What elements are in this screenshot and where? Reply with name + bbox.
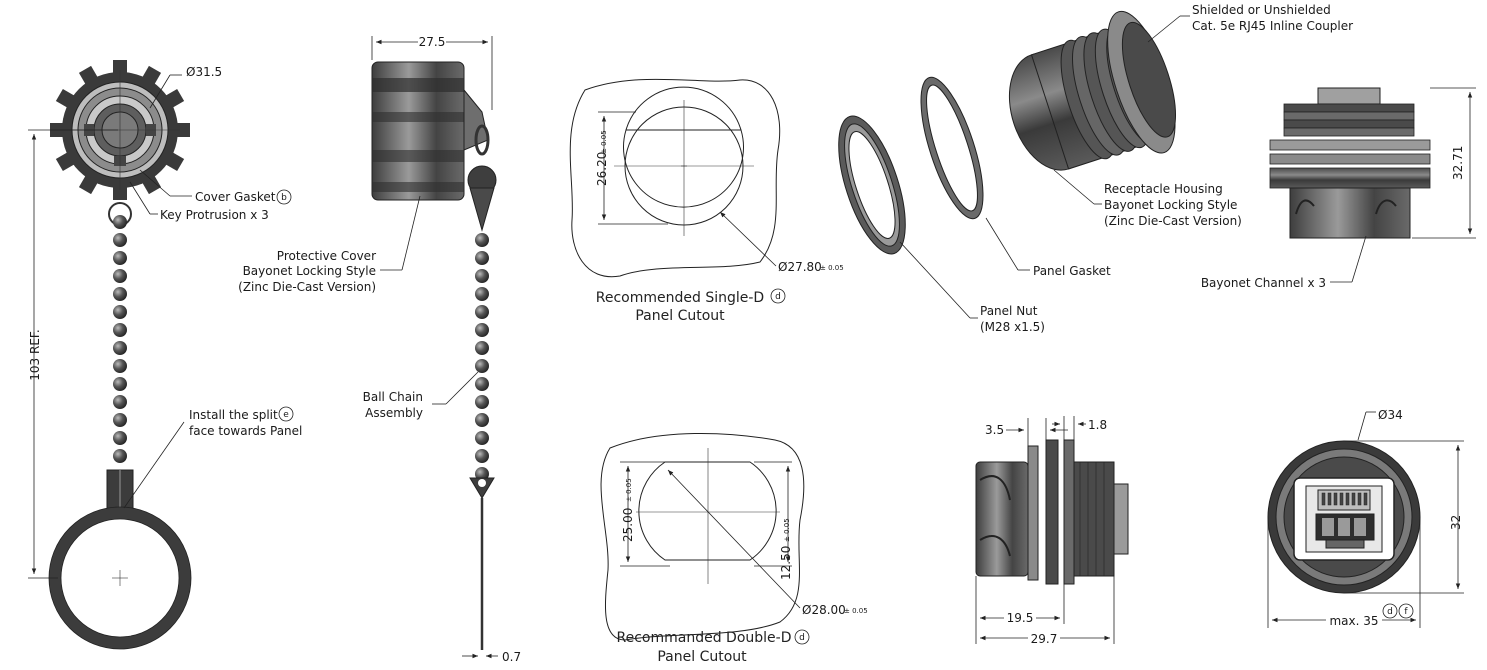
coupler-label-1: Shielded or Unshielded [1192,3,1331,17]
panel-nut-label-2: (M28 x1.5) [980,320,1045,334]
cover-front-view: 103 REF. Ø31.5 Cover Gasket b Key Protru… [28,60,302,650]
panel-nut-label-1: Panel Nut [980,304,1038,318]
receptacle-exploded-part [1008,10,1177,171]
protective-cover-label-3: (Zinc Die-Cast Version) [238,280,376,294]
double-d-dia-dimension: Ø28.00 ± 0.05 [667,469,868,617]
side-height-dimension: 32.71 [1412,87,1476,239]
key-protrusion-callout: Key Protrusion x 3 [129,181,269,222]
receptacle-side-view: 32.71 Bayonet Channel x 3 [1201,87,1476,290]
flange-a-label: 3.5 [985,423,1004,437]
double-d-half-dimension: 12.50 ± 0.05 [754,461,793,580]
receptacle-front-view: Ø34 32 max. 35 d f [1267,408,1464,628]
cover-gasket-note: b [281,193,287,203]
double-d-half-label: 12.50 [779,546,793,580]
install-label-2: face towards Panel [189,424,302,438]
receptacle-label-2: Bayonet Locking Style [1104,198,1237,212]
exploded-callouts: Panel Nut (M28 x1.5) Panel Gasket Recept… [899,3,1353,334]
front-height-dimension: 32 [1344,440,1464,594]
install-note: e [283,410,289,420]
double-d-dia-tol: ± 0.05 [844,607,868,615]
front-note-1: d [1387,607,1393,617]
receptacle-label-3: (Zinc Die-Cast Version) [1104,214,1242,228]
flange-dimensions: 3.5 1.8 [985,416,1107,446]
double-d-half-tol: ± 0.05 [783,518,791,542]
cover-side-view: 27.5 0.7 Protective Cover Bayonet Lockin… [238,34,521,664]
front-ball-chain [108,202,132,463]
side-len-b-label: 29.7 [1031,632,1058,646]
single-d-caption-2: Panel Cutout [635,308,725,324]
receptacle-label-1: Receptacle Housing [1104,182,1223,196]
single-d-dia-tol: ± 0.05 [820,264,844,272]
cover-dia-label: Ø31.5 [186,65,222,79]
panel-nut-part [838,115,906,255]
side-height-label: 32.71 [1451,146,1465,180]
panel-gasket-part [920,76,984,220]
double-d-height-tol: ± 0.05 [625,478,633,502]
cover-gasket-callout: Cover Gasket b [139,169,292,205]
ball-chain-label-1: Ball Chain [363,390,423,404]
install-label-1: Install the split [189,408,278,422]
cover-dia-dimension: Ø31.5 [149,65,222,109]
ball-chain-label-2: Assembly [365,406,423,420]
double-d-caption-2: Panel Cutout [657,649,747,665]
single-d-height-dimension: 26.20 ± 0.05 [595,111,668,225]
single-d-height-tol: ± 0.05 [600,130,608,154]
wire-dia-label: 0.7 [502,650,521,664]
single-d-cutout: 26.20 ± 0.05 Ø27.80 ± 0.05 Recommended S… [569,78,844,324]
single-d-caption-1: Recommended Single-D [596,290,764,306]
single-d-dia-dimension: Ø27.80 ± 0.05 [719,211,844,274]
chain-ref-label: 103 REF. [28,329,42,380]
ball-chain-callout: Ball Chain Assembly [363,371,479,420]
key-protrusion-label: Key Protrusion x 3 [160,208,269,222]
double-d-dia-label: Ø28.00 [802,603,846,617]
single-d-height-label: 26.20 [595,152,609,186]
cover-width-dimension: 27.5 [371,34,493,110]
cover-gasket-label: Cover Gasket [195,190,276,204]
side-len-a-label: 19.5 [1007,611,1034,625]
install-callout: Install the split e face towards Panel [123,406,302,509]
protective-cover-label-1: Protective Cover [277,249,376,263]
double-d-height-dimension: 25.00 ± 0.05 [620,461,670,567]
side-ball-chain [469,233,495,650]
chain-ref-dimension: 103 REF. [28,129,118,579]
length-dimensions: 19.5 29.7 [975,576,1115,646]
front-dia-dimension: Ø34 [1357,408,1403,441]
panel-gasket-label: Panel Gasket [1033,264,1111,278]
front-height-label: 32 [1449,515,1463,530]
double-d-note: d [799,633,805,643]
double-d-height-label: 25.00 [621,508,635,542]
wire-dia-dimension: 0.7 [462,650,521,664]
bayonet-channel-label: Bayonet Channel x 3 [1201,276,1326,290]
front-note-2: f [1404,607,1408,617]
double-d-caption-1: Recommanded Double-D [617,630,792,646]
protective-cover-label-2: Bayonet Locking Style [243,264,376,278]
front-dia-label: Ø34 [1378,408,1403,422]
split-ring [48,469,192,650]
receptacle-lower-side-view: 3.5 1.8 19.5 29.7 [975,416,1129,646]
front-max-dimension: max. 35 d f [1267,517,1421,628]
single-d-dia-label: Ø27.80 [778,260,822,274]
coupler-label-2: Cat. 5e RJ45 Inline Coupler [1192,19,1353,33]
flange-b-label: 1.8 [1088,418,1107,432]
protective-cover-callout: Protective Cover Bayonet Locking Style (… [238,195,421,294]
cover-width-label: 27.5 [419,35,446,49]
front-max-label: max. 35 [1329,614,1378,628]
single-d-note: d [775,292,781,302]
double-d-cutout: 25.00 ± 0.05 12.50 ± 0.05 Ø28.00 ± 0.05 … [600,432,868,665]
